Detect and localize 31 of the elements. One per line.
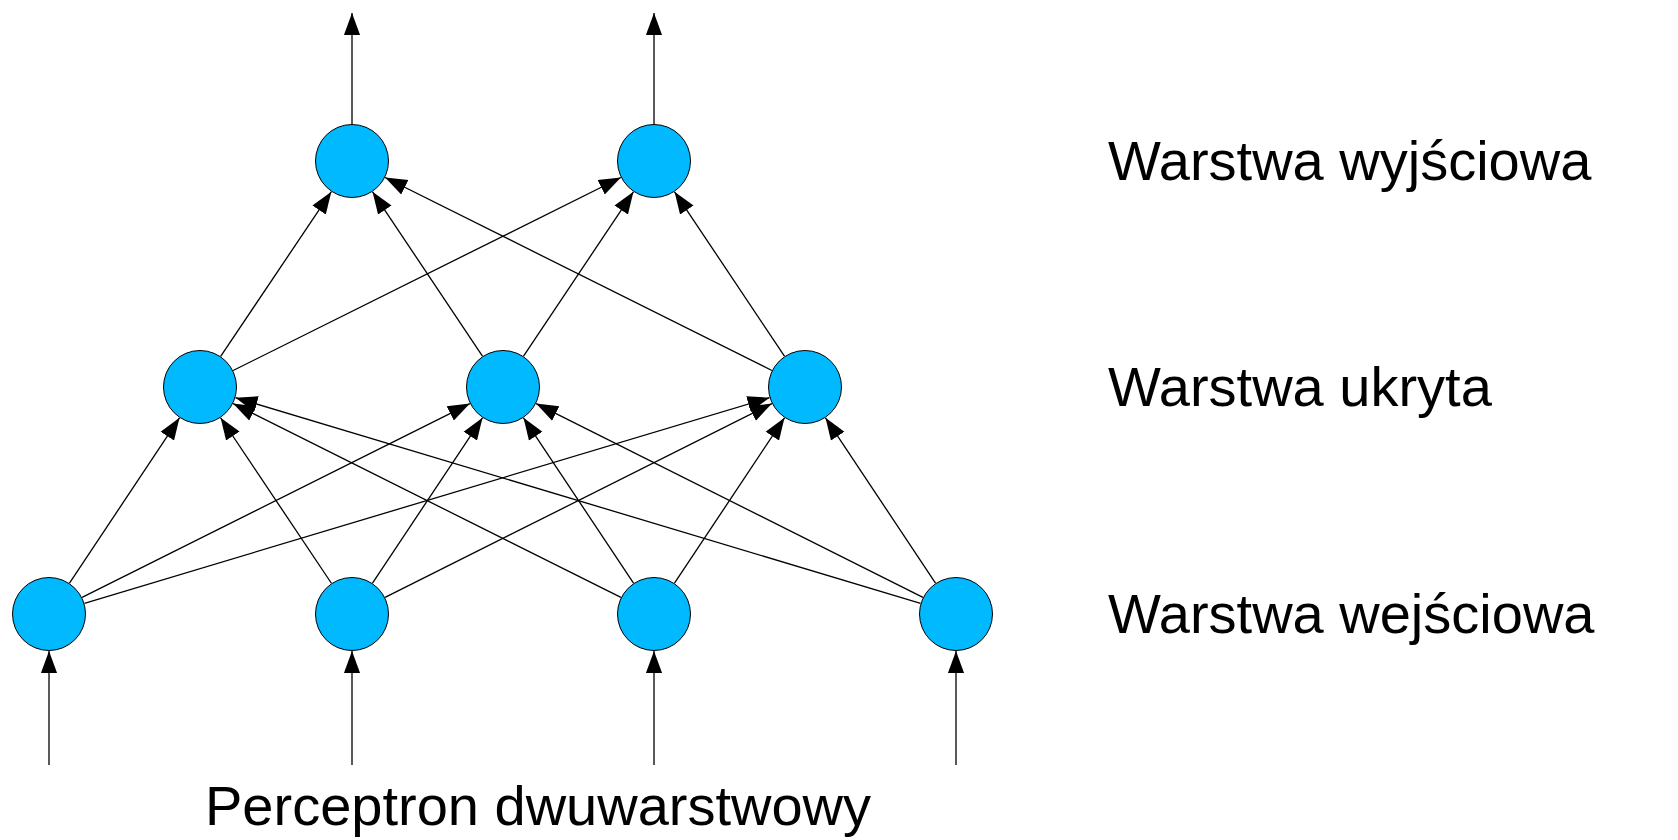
arrow [522,191,635,357]
arrow [645,650,663,766]
arrow [824,417,937,584]
arrow [68,417,181,584]
arrow [232,176,622,372]
arrow [384,402,773,599]
neuron-circle [768,350,842,424]
arrow [219,417,333,584]
neuron-circle [163,350,237,424]
arrow [343,12,361,125]
arrow [371,417,484,584]
neuron-circle [466,350,540,424]
arrow [81,402,471,599]
arrow [673,417,786,584]
arrow [343,650,361,766]
arrow [535,402,924,599]
arrow [40,650,58,766]
caption: Perceptron dwuwarstwowy [205,775,872,837]
arrow [947,650,965,766]
arrow [522,417,635,584]
layer-label: Warstwa ukryta [1108,356,1492,418]
arrow [673,191,786,357]
arrow [232,402,622,599]
arrow [234,396,922,604]
arrow [220,191,332,357]
arrow [83,396,771,604]
arrow [371,191,484,357]
arrow [645,12,663,125]
layer-label: Warstwa wejściowa [1108,583,1595,645]
arrow [384,176,773,372]
layer-label: Warstwa wyjściowa [1108,130,1592,192]
